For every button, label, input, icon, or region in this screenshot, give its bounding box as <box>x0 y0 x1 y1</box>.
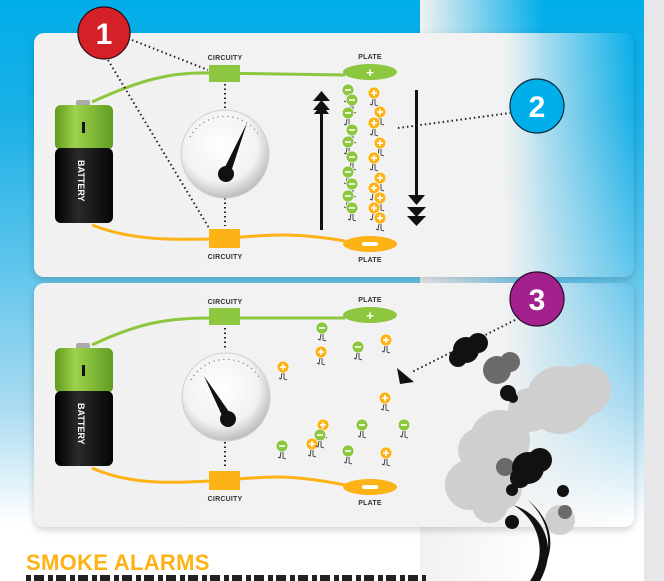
battery-bottom <box>55 148 113 223</box>
arrow-down <box>407 90 426 226</box>
positive-ion <box>373 191 387 212</box>
scattered-ions <box>275 321 411 467</box>
gauge-low <box>181 352 271 442</box>
gauge-high <box>180 109 270 199</box>
positive-ion <box>378 391 392 412</box>
plate-label-bottom: PLATE <box>358 257 382 264</box>
positive-ion <box>379 446 393 467</box>
negative-ion <box>341 106 355 127</box>
negative-ion <box>341 165 355 186</box>
panel2-circuit: CIRCUITY CIRCUITY BATTERY + PLATE PLATE <box>55 297 611 581</box>
negative-ion <box>341 135 355 156</box>
positive-ion <box>373 171 387 192</box>
ion-columns <box>341 83 387 232</box>
plate-positive <box>343 64 397 80</box>
plate-positive-sign: + <box>366 65 374 80</box>
body-text-truncated <box>26 575 426 581</box>
circuity-label-bottom: CIRCUITY <box>208 496 243 503</box>
battery-label: BATTERY <box>76 160 86 202</box>
section-title: SMOKE ALARMS <box>26 550 210 575</box>
panel1-circuit: CIRCUITY CIRCUITY BATTERY + PLATE <box>55 39 511 264</box>
positive-ion <box>367 151 381 172</box>
plate-label-top: PLATE <box>358 54 382 61</box>
plate-label-bottom: PLATE <box>358 500 382 507</box>
positive-ion <box>314 345 328 366</box>
positive-ion <box>373 105 387 126</box>
positive-ion <box>367 116 381 137</box>
battery-cap <box>76 100 90 106</box>
circuity-box-bottom <box>209 471 240 490</box>
diagram-artwork: CIRCUITY CIRCUITY BATTERY + PLATE <box>55 6 611 581</box>
circuity-label-top: CIRCUITY <box>208 55 243 62</box>
arrow-up <box>313 91 330 230</box>
negative-ion <box>341 189 355 210</box>
battery-terminal-mark <box>82 122 85 133</box>
negative-ion <box>397 418 411 439</box>
circuity-box-top <box>209 65 240 82</box>
negative-ion <box>355 418 369 439</box>
arrow-to-smoke <box>397 368 414 384</box>
negative-ion <box>275 439 289 460</box>
circuity-label-bottom: CIRCUITY <box>208 254 243 261</box>
positive-ion <box>379 333 393 354</box>
callout-1: 1 <box>77 6 131 60</box>
circuity-label-top: CIRCUITY <box>208 299 243 306</box>
circuity-box-bottom <box>209 229 240 248</box>
negative-ion <box>345 177 359 198</box>
negative-ion <box>313 428 327 449</box>
scrollbar-track[interactable] <box>644 0 664 581</box>
positive-ion <box>373 211 387 232</box>
negative-ion <box>345 201 359 222</box>
svg-text:3: 3 <box>529 284 546 317</box>
circuity-box-top <box>209 308 240 325</box>
negative-ion <box>315 321 329 342</box>
negative-ion <box>345 93 359 114</box>
smoke-clouds <box>445 333 611 581</box>
plate-positive-sign: + <box>366 308 374 323</box>
plate-negative-sign <box>362 242 378 246</box>
positive-ion <box>367 201 381 222</box>
negative-ion <box>351 340 365 361</box>
wire-positive <box>91 71 346 104</box>
negative-ion <box>341 444 355 465</box>
svg-text:2: 2 <box>529 91 546 124</box>
callout-3: 3 <box>509 271 565 327</box>
battery-label: BATTERY <box>76 403 86 445</box>
positive-ion <box>367 86 381 107</box>
callout-2: 2 <box>509 78 565 134</box>
positive-ion <box>305 437 319 458</box>
svg-text:1: 1 <box>96 18 113 51</box>
infographic: CIRCUITY CIRCUITY BATTERY + PLATE <box>0 0 644 581</box>
positive-ion <box>276 360 290 381</box>
plate-label-top: PLATE <box>358 297 382 304</box>
